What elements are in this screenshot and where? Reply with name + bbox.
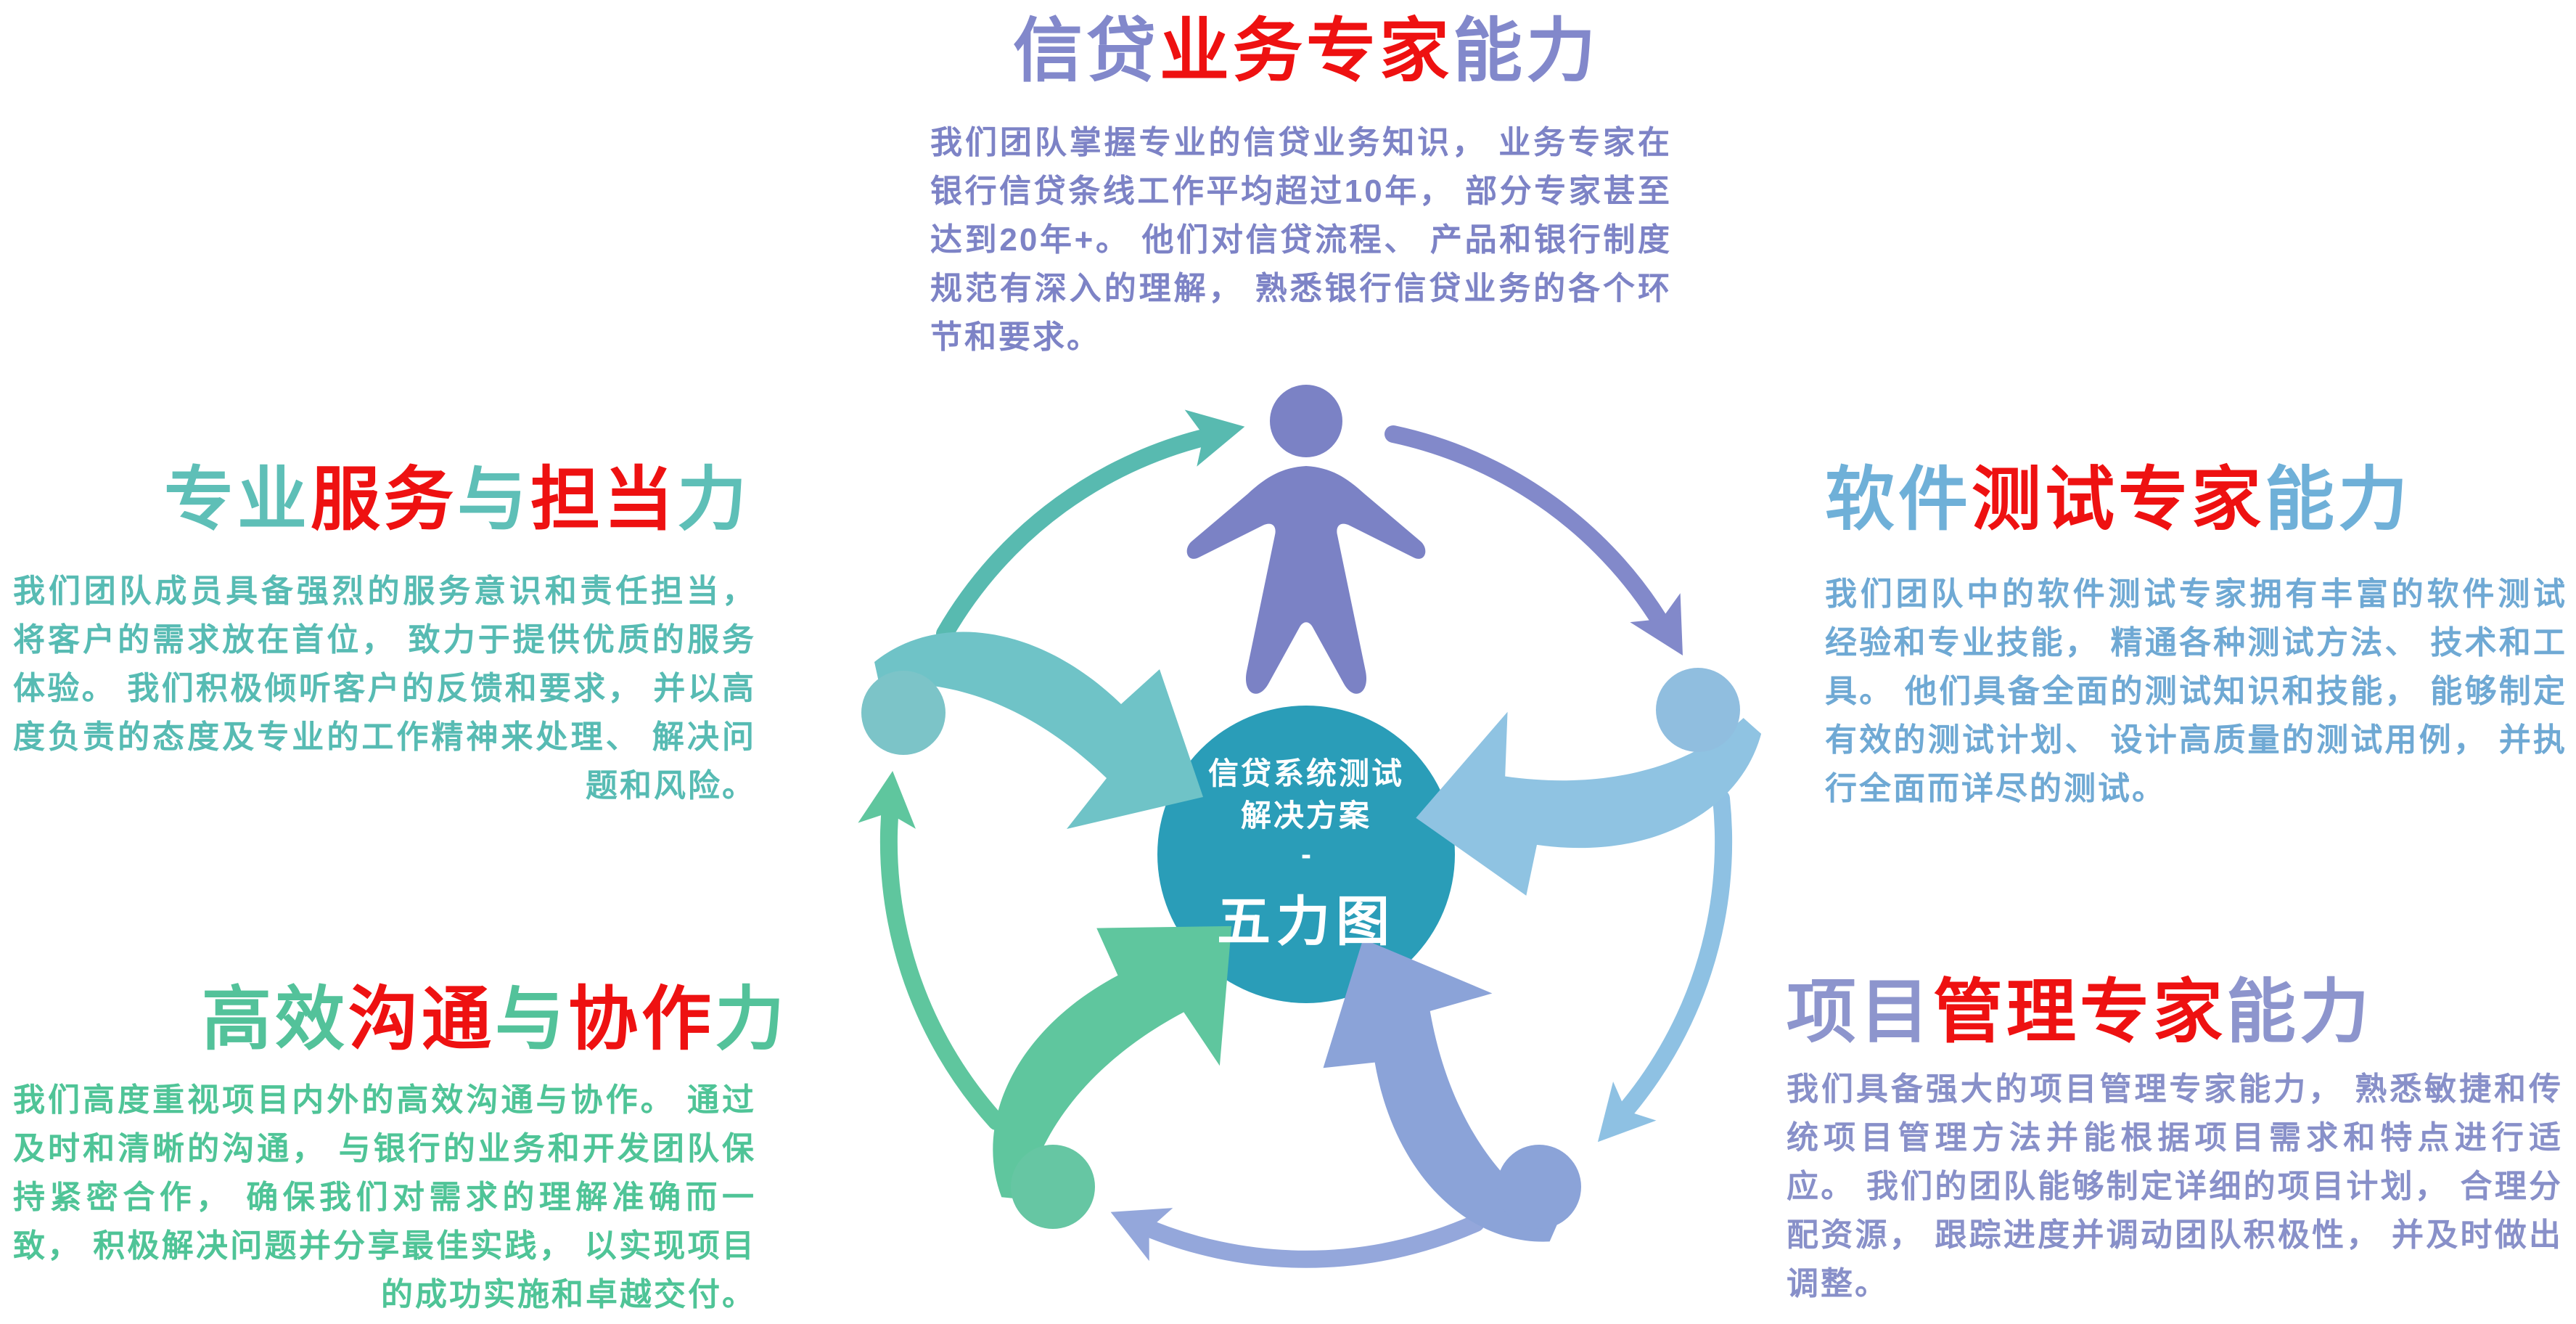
center-line2: 解决方案 [1240, 798, 1371, 833]
title-part-accent: 服务 [311, 461, 457, 539]
title-part: 高效 [202, 981, 348, 1058]
swoosh-arrow-right-icon [1416, 711, 1762, 896]
title-part: 与 [495, 981, 568, 1058]
section-body-testing: 我们团队中的软件测试专家拥有丰富的软件测试经验和专业技能， 精通各种测试方法、 … [1825, 576, 2567, 806]
node-circle-right [1656, 668, 1740, 752]
title-part: 信贷 [1013, 12, 1160, 90]
section-body-communication: 我们高度重视项目内外的高效沟通与协作。 通过及时和清晰的沟通， 与银行的业务和开… [13, 1082, 756, 1312]
person-body-icon [1186, 466, 1426, 694]
swoosh-arrow-bottom-right-icon [1323, 939, 1559, 1242]
section-title-service: 专业服务与担当力 [164, 462, 750, 539]
node-circle-bottom-right [1497, 1145, 1581, 1229]
title-part: 与 [457, 461, 530, 539]
title-part-accent: 沟通 [348, 981, 495, 1058]
arrow-arc-right-to-bottomright [1607, 790, 1733, 1130]
section-title-management: 项目管理专家能力 [1787, 974, 2373, 1051]
arrowhead-bottomright-to-bottomleft-icon [1110, 1208, 1173, 1262]
arrow-arc-top-to-right [1385, 425, 1676, 642]
arrow-arc-bottomright-to-bottomleft [1128, 1214, 1485, 1268]
section-body-service: 我们团队成员具备强烈的服务意识和责任担当， 将客户的需求放在首位， 致力于提供优… [13, 573, 756, 804]
title-part-accent: 业务专家 [1160, 12, 1453, 90]
arrowhead-left-to-top-icon [1184, 409, 1245, 467]
node-circle-left [861, 671, 946, 755]
person-head-icon [1270, 385, 1342, 457]
section-title-communication: 高效沟通与协作力 [202, 981, 788, 1058]
title-part-accent: 测试专家 [1972, 461, 2265, 539]
arrow-arc-bottomleft-to-left [879, 790, 1005, 1130]
center-line1: 信贷系统测试 [1207, 756, 1404, 790]
title-part-accent: 管理专家 [1933, 973, 2226, 1051]
title-part-accent: 协作 [568, 981, 715, 1058]
title-part: 力 [677, 461, 750, 539]
center-label: 信贷系统测试 解决方案 - 五力图 [1157, 706, 1455, 1003]
swoosh-arrow-left-icon [874, 632, 1203, 829]
arrow-arc-left-to-top [936, 425, 1228, 642]
arrowhead-bottomleft-to-left-icon [858, 771, 916, 829]
node-circle-bottom-left [1011, 1145, 1095, 1229]
title-part: 力 [715, 981, 788, 1058]
title-part-accent: 担当 [530, 461, 677, 539]
title-part: 能力 [2265, 461, 2411, 539]
section-title-credit: 信贷业务专家能力 [932, 13, 1680, 90]
arrowhead-right-to-bottomright-icon [1597, 1082, 1657, 1143]
section-body-management: 我们具备强大的项目管理专家能力， 熟悉敏捷和传统项目管理方法并能根据项目需求和特… [1787, 1071, 2563, 1301]
title-part: 能力 [2226, 973, 2373, 1051]
swoosh-arrow-bottom-left-icon [993, 925, 1232, 1200]
arrowhead-top-to-right-icon [1630, 593, 1683, 655]
title-part: 软件 [1825, 461, 1972, 539]
section-title-testing: 软件测试专家能力 [1825, 462, 2411, 539]
title-part: 专业 [164, 461, 311, 539]
title-part: 项目 [1787, 973, 1933, 1051]
center-separator: - [1301, 837, 1311, 872]
section-body-credit: 我们团队掌握专业的信贷业务知识， 业务专家在银行信贷条线工作平均超过10年， 部… [930, 125, 1672, 355]
center-circle [1157, 706, 1455, 1003]
title-part: 能力 [1453, 12, 1599, 90]
center-title: 五力图 [1217, 891, 1395, 952]
